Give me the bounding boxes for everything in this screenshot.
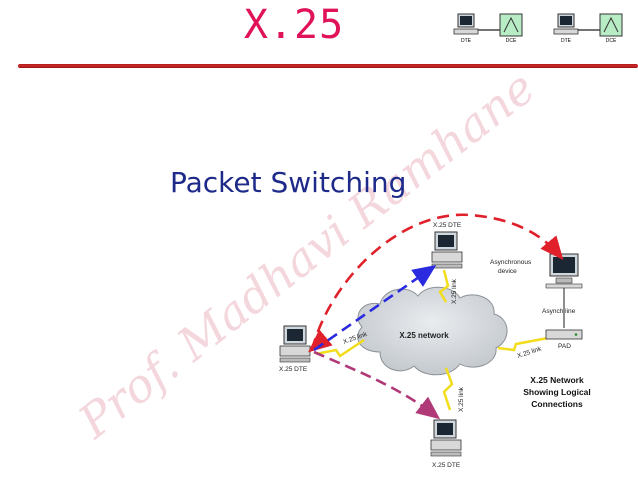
dte-top-label: X.25 DTE bbox=[433, 222, 462, 229]
link-right-label: X.25 link bbox=[516, 345, 543, 360]
dte-bottom-label: X.25 DTE bbox=[432, 462, 461, 469]
link-top-label: X.25 link bbox=[451, 278, 458, 304]
diagram-caption: X.25 Network Showing Logical Connections bbox=[523, 375, 591, 409]
caption-line2: Showing Logical bbox=[523, 387, 591, 397]
title-underline bbox=[18, 64, 638, 68]
link-top: X.25 link bbox=[438, 269, 458, 304]
link-left: X.25 link bbox=[315, 331, 369, 358]
async-line-label: Asynch line bbox=[542, 308, 576, 315]
link-right: X.25 link bbox=[497, 336, 549, 360]
header-dte-icon-1: DTE bbox=[453, 13, 479, 44]
caption-line3: Connections bbox=[531, 399, 583, 409]
svg-text:DTE: DTE bbox=[461, 38, 472, 44]
header-dce-icon-2: DCE bbox=[599, 13, 623, 44]
async-device-label-line2: device bbox=[498, 268, 517, 275]
header-dte-icon-2: DTE bbox=[553, 13, 579, 44]
slide-title: X.25 bbox=[243, 2, 345, 48]
link-bottom: X.25 link bbox=[442, 367, 465, 412]
svg-text:DCE: DCE bbox=[506, 38, 517, 44]
pad-device: PAD bbox=[545, 329, 583, 350]
header-dce-icon-1: DCE bbox=[499, 13, 523, 44]
header-icons: DTE DCE DTE DCE bbox=[453, 13, 623, 44]
blue-connection bbox=[313, 265, 437, 352]
link-bottom-label: X.25 link bbox=[458, 386, 465, 412]
purple-connection bbox=[313, 350, 441, 420]
pad-label: PAD bbox=[558, 343, 571, 350]
network-label: X.25 network bbox=[399, 331, 449, 340]
x25-network-cloud: X.25 network bbox=[357, 286, 508, 376]
slide-subtitle: Packet Switching bbox=[170, 166, 407, 199]
dte-left-label: X.25 DTE bbox=[279, 366, 308, 373]
red-connection-tail bbox=[308, 329, 333, 353]
svg-text:DCE: DCE bbox=[606, 38, 617, 44]
dte-left: X.25 DTE bbox=[279, 325, 311, 373]
svg-text:DTE: DTE bbox=[561, 38, 572, 44]
caption-line1: X.25 Network bbox=[530, 375, 584, 385]
async-device: Asynchronous device bbox=[490, 253, 583, 289]
red-connection bbox=[310, 213, 564, 351]
dte-bottom: X.25 DTE bbox=[430, 419, 462, 469]
dte-top: X.25 DTE bbox=[431, 222, 463, 269]
async-device-label-line1: Asynchronous bbox=[490, 259, 532, 266]
